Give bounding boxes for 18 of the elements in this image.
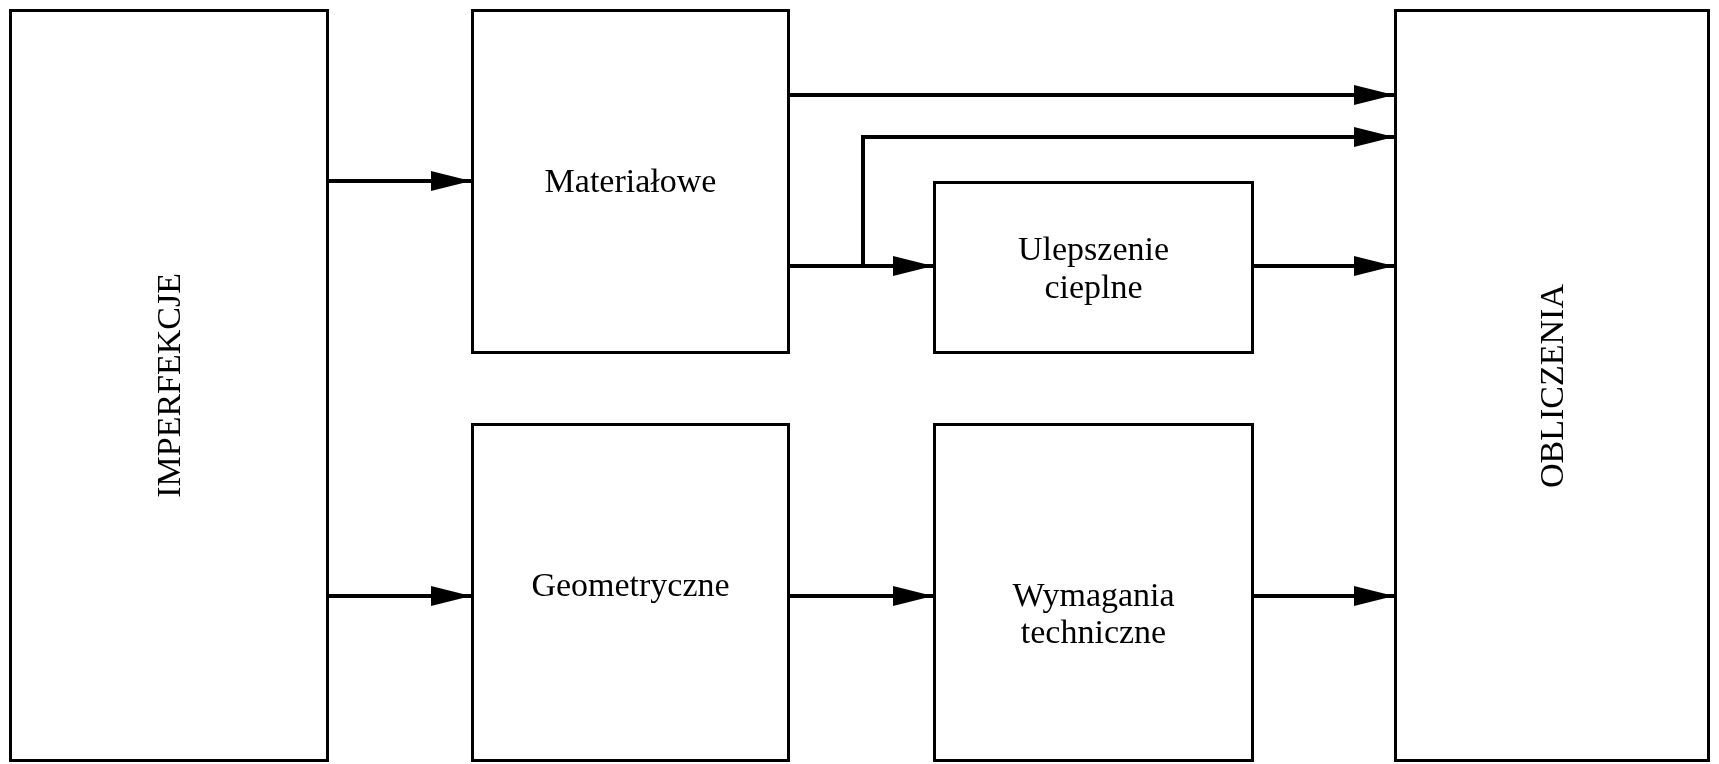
box-label: Materiałowe — [544, 162, 717, 200]
box-label: Ulepszenie cieplne — [1016, 230, 1170, 305]
vertical-label: OBLICZENIA — [1533, 283, 1571, 488]
arrow — [1254, 256, 1394, 276]
box-label: Wymagania techniczne — [1011, 576, 1176, 651]
arrow — [790, 586, 933, 606]
process-box — [471, 423, 790, 762]
arrow — [1254, 586, 1394, 606]
process-box — [933, 181, 1254, 354]
arrow — [790, 85, 1394, 105]
vertical-label: IMPERFEKCJE — [150, 273, 188, 498]
box-label: Geometryczne — [531, 566, 730, 604]
arrow — [329, 586, 471, 606]
process-box — [471, 9, 790, 354]
arrow — [329, 171, 471, 191]
category-box — [9, 9, 329, 762]
process-box — [933, 423, 1254, 762]
result-box — [1394, 9, 1710, 762]
